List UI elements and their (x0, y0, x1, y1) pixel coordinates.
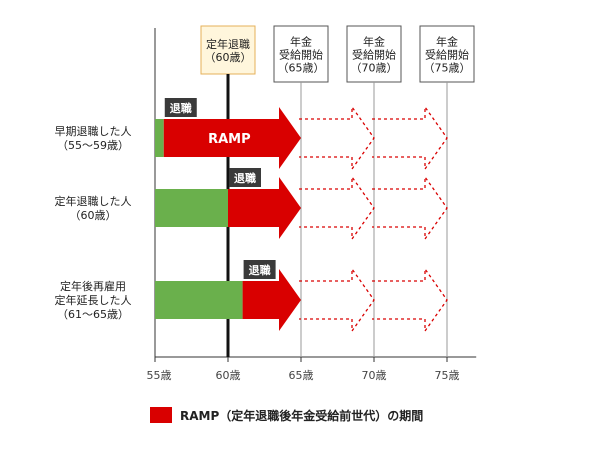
working-period-bar (155, 189, 228, 227)
retirement-tag-label: 退職 (170, 101, 192, 115)
pension-period-dotted-arrow (299, 104, 375, 172)
pension-period-dotted-arrow (372, 174, 448, 242)
legend-swatch (150, 407, 172, 423)
x-tick-label: 70歳 (362, 369, 387, 382)
marker-label: 受給開始 (425, 48, 469, 62)
row-label: （60歳） (70, 209, 117, 222)
working-period-bar (155, 119, 164, 157)
pension-marker-box (419, 25, 475, 83)
working-period-bar (155, 281, 243, 319)
pension-period-dotted-arrow (299, 174, 375, 242)
ramp-period-arrow (228, 177, 301, 239)
retirement-tag (164, 98, 197, 117)
ramp-period-arrow (163, 107, 301, 169)
marker-label: （75歳） (424, 62, 471, 75)
legend-label: RAMP（定年退職後年金受給前世代）の期間 (180, 408, 423, 423)
marker-label: （60歳） (205, 51, 252, 64)
row-label: 定年延長した人 (55, 293, 132, 307)
marker-label: 年金 (436, 35, 458, 49)
marker-label: 年金 (363, 35, 385, 49)
marker-label: 定年退職 (206, 37, 250, 51)
row-label: 早期退職した人 (55, 125, 132, 138)
row-label: （55～59歳） (57, 139, 129, 152)
marker-label: 受給開始 (279, 48, 323, 62)
retirement-tag (243, 260, 276, 279)
row-label: （61～65歳） (57, 308, 129, 321)
pension-period-dotted-arrow (299, 266, 375, 334)
x-tick-label: 60歳 (216, 369, 241, 382)
marker-label: （65歳） (278, 62, 325, 75)
marker-label: 年金 (290, 35, 312, 49)
x-tick-label: 75歳 (435, 369, 460, 382)
retirement-tag-label: 退職 (249, 263, 271, 277)
row-label: 定年退職した人 (55, 194, 132, 208)
pension-period-dotted-arrow (372, 266, 448, 334)
retirement-tag-label: 退職 (234, 171, 256, 185)
ramp-arrow-label: RAMP (208, 132, 251, 147)
marker-label: （70歳） (351, 62, 398, 75)
retirement-tag (229, 168, 261, 187)
pension-period-dotted-arrow (372, 104, 448, 172)
row-label: 定年後再雇用 (60, 279, 126, 293)
x-tick-label: 55歳 (147, 369, 172, 382)
ramp-period-arrow (242, 269, 301, 331)
marker-label: 受給開始 (352, 48, 396, 62)
x-tick-label: 65歳 (289, 369, 314, 382)
